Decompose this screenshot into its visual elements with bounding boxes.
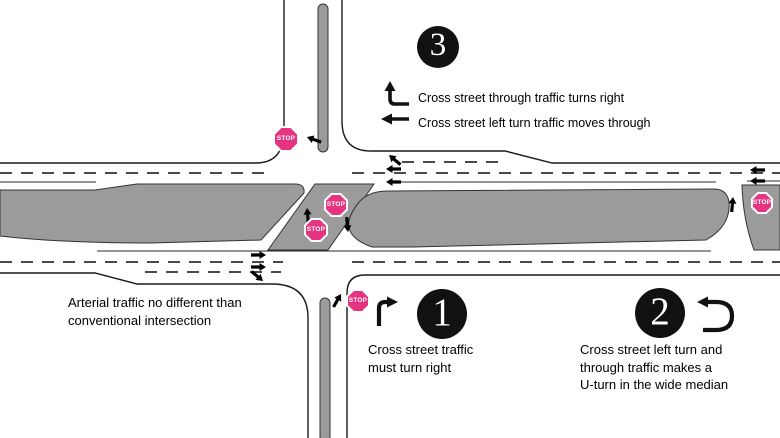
legend-line: Cross street through traffic turns right [418, 91, 625, 105]
legend-icon-turn-right [376, 296, 398, 326]
step-number: 1 [432, 291, 452, 334]
legend-line: U-turn in the wide median [580, 377, 729, 392]
lane-arrow-icon [386, 178, 401, 186]
legend-line: must turn right [368, 359, 452, 375]
cross-street-arrow-icon [330, 292, 345, 309]
median-left [0, 183, 305, 244]
stop-sign: STOP [751, 192, 773, 214]
stop-sign: STOP [304, 218, 328, 242]
legend-item-1: Cross street traffic must turn right [368, 341, 473, 376]
stop-sign: STOP [273, 126, 299, 152]
legend-line: Cross street left turn traffic moves thr… [418, 115, 651, 130]
stop-sign-label: STOP [306, 225, 326, 233]
median-pill [348, 188, 730, 248]
legend-icon-left-arrow [381, 113, 409, 125]
stop-sign-label: STOP [348, 296, 368, 304]
legend-line: Cross street traffic [368, 342, 474, 357]
legend-item-3: Cross street through traffic turns right… [418, 86, 651, 135]
step-badge-3: 3 [417, 26, 459, 68]
lane-arrow-icon [386, 165, 401, 173]
legend-icon-u-turn [697, 296, 735, 333]
legend-line: through traffic makes a [580, 359, 712, 375]
stop-sign-label: STOP [326, 200, 346, 208]
legend-icon-turn-left-up [384, 81, 409, 106]
step-badge-2: 2 [635, 288, 685, 338]
lane-arrow-icon [386, 151, 404, 168]
stop-sign-label: STOP [753, 198, 771, 206]
stop-sign-label: STOP [276, 134, 296, 142]
lane-arrow-icon [251, 263, 266, 271]
step-badge-1: 1 [417, 289, 467, 339]
north-street-median-strip [317, 3, 329, 153]
south-street-median-strip [319, 297, 331, 438]
note-arterial: Arterial traffic no different than conve… [68, 294, 242, 329]
turn-lane-arrow-icon [248, 268, 266, 285]
lane-markings [0, 161, 780, 273]
legend-item-2: Cross street left turn and through traff… [580, 341, 728, 394]
lane-arrow-icon [251, 251, 266, 259]
note-line: conventional intersection [68, 312, 212, 328]
stop-sign: STOP [324, 193, 348, 217]
step-number: 2 [650, 290, 670, 333]
stop-sign: STOP [346, 289, 370, 313]
lane-arrow-icon [750, 177, 765, 185]
step-number: 3 [429, 27, 447, 63]
legend-line: Cross street left turn and [580, 342, 723, 357]
note-line: Arterial traffic no different than [68, 295, 242, 310]
